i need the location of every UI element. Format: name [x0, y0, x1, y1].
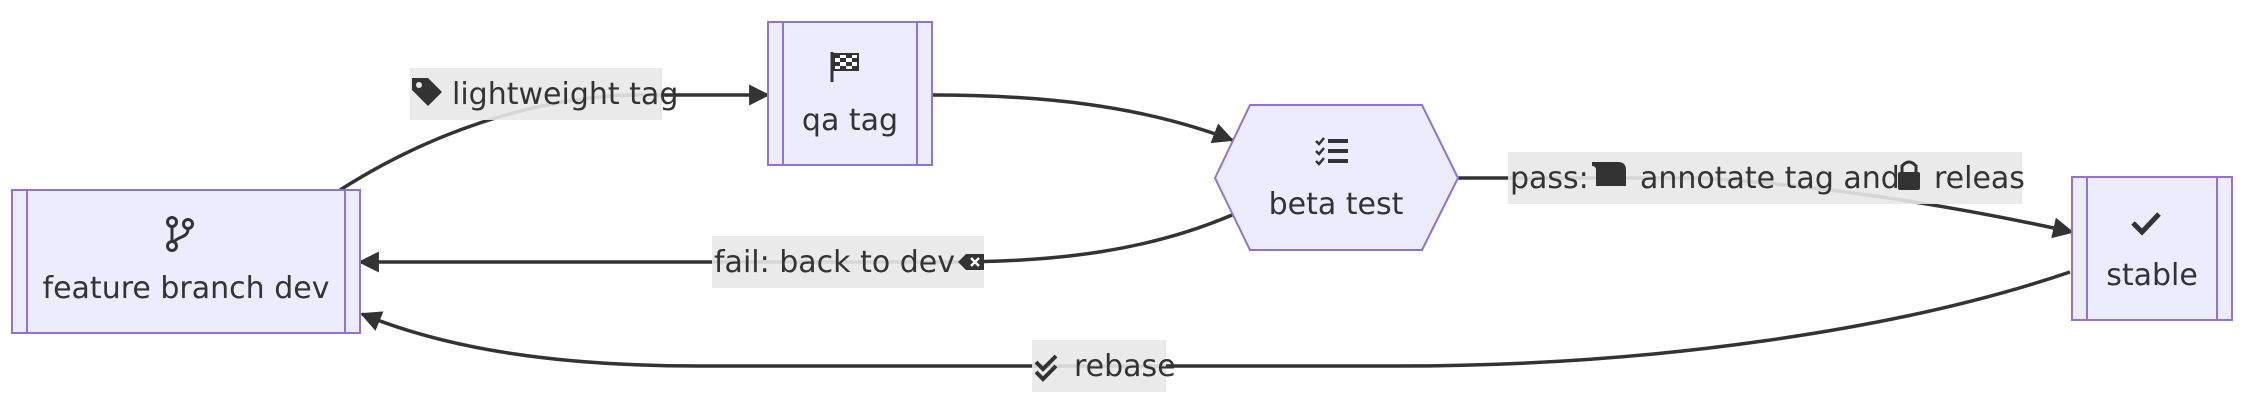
flag-checkered-icon [830, 52, 859, 82]
check-double-icon [1034, 354, 1058, 382]
edge-label-fail-text: fail: back to dev [714, 245, 955, 280]
delete-left-icon [958, 254, 984, 270]
scroll-icon [1592, 162, 1626, 186]
node-label-feature-branch-dev: feature branch dev [43, 271, 330, 306]
node-stable[interactable]: stable [2071, 176, 2233, 321]
edge-label-pass-mid: annotate tag and [1640, 161, 1900, 196]
edge-label-lightweight-tag-text: lightweight tag [452, 77, 678, 112]
edge-label-rebase: rebase [1032, 340, 1176, 392]
edge-label-pass-suffix: releas [1934, 161, 2025, 196]
edge-label-fail: fail: back to dev [712, 236, 984, 288]
check-icon [2131, 212, 2161, 236]
edge-qa-to-beta [931, 93, 1234, 144]
node-label-qa-tag: qa tag [802, 103, 898, 138]
edge-stable-to-feature [360, 270, 2071, 368]
edge-label-lightweight-tag: lightweight tag [410, 68, 678, 120]
node-qa-tag[interactable]: qa tag [767, 21, 933, 166]
edge-label-pass: pass: annotate tag and releas [1508, 152, 2025, 204]
code-branch-icon [166, 216, 194, 252]
node-feature-branch-dev[interactable]: feature branch dev [11, 189, 361, 334]
node-beta-test[interactable]: beta test [1213, 104, 1460, 251]
edge-label-pass-prefix: pass: [1510, 161, 1589, 196]
node-label-stable: stable [2106, 258, 2198, 293]
list-check-icon [1315, 137, 1348, 166]
lock-icon [1898, 160, 1920, 190]
edge-label-rebase-text: rebase [1074, 349, 1176, 384]
node-label-beta-test: beta test [1269, 187, 1404, 222]
